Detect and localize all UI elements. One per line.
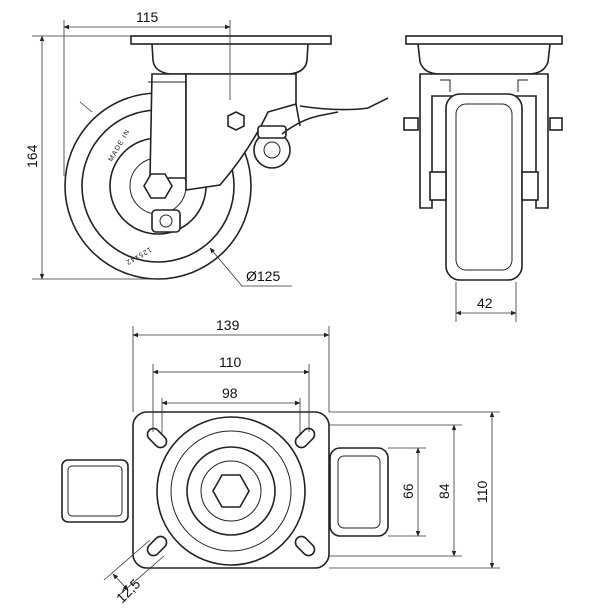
front-top-plate	[405, 35, 563, 45]
dim-hole-inner-y: 66	[400, 483, 416, 499]
side-fork	[149, 73, 187, 179]
side-view: MADE IN 125x42	[64, 35, 389, 280]
dim-wheel-diameter: Ø125	[246, 268, 280, 284]
front-view	[403, 35, 563, 281]
mount-hole-br	[294, 535, 316, 557]
dim-wheel-width: 42	[477, 295, 493, 311]
dim-hole-spacing-y: 110	[474, 480, 490, 503]
dim-hole-diameter: 12,5	[113, 575, 144, 606]
side-axle-nut	[143, 173, 173, 199]
front-wheel	[445, 93, 523, 281]
side-swivel-bolt	[227, 111, 245, 131]
mount-hole-bl	[146, 535, 168, 557]
top-wheel	[329, 447, 389, 537]
side-swivel-housing	[185, 73, 297, 191]
side-view-dimensions: 115 164 Ø125	[24, 9, 292, 287]
mount-hole-tl	[146, 427, 168, 449]
side-brake-mechanism	[151, 97, 389, 233]
mount-hole-tr	[294, 427, 316, 449]
dim-plate-inner-y: 84	[436, 483, 452, 499]
dim-plate-length: 139	[216, 317, 240, 333]
front-fork	[419, 73, 549, 209]
front-view-dimensions: 42	[455, 282, 517, 322]
top-brake-pedal	[61, 459, 129, 523]
top-view-dimensions: 139 110 98 66 84 110 12,5	[103, 317, 500, 606]
dim-side-width: 115	[136, 9, 159, 25]
top-kingpin-nut	[212, 474, 250, 508]
dim-side-height: 164	[24, 144, 40, 168]
top-view	[61, 411, 389, 569]
dim-hole-spacing-x: 110	[219, 354, 242, 370]
side-top-plate	[130, 35, 332, 45]
dim-hole-spacing-inner: 98	[222, 385, 238, 401]
